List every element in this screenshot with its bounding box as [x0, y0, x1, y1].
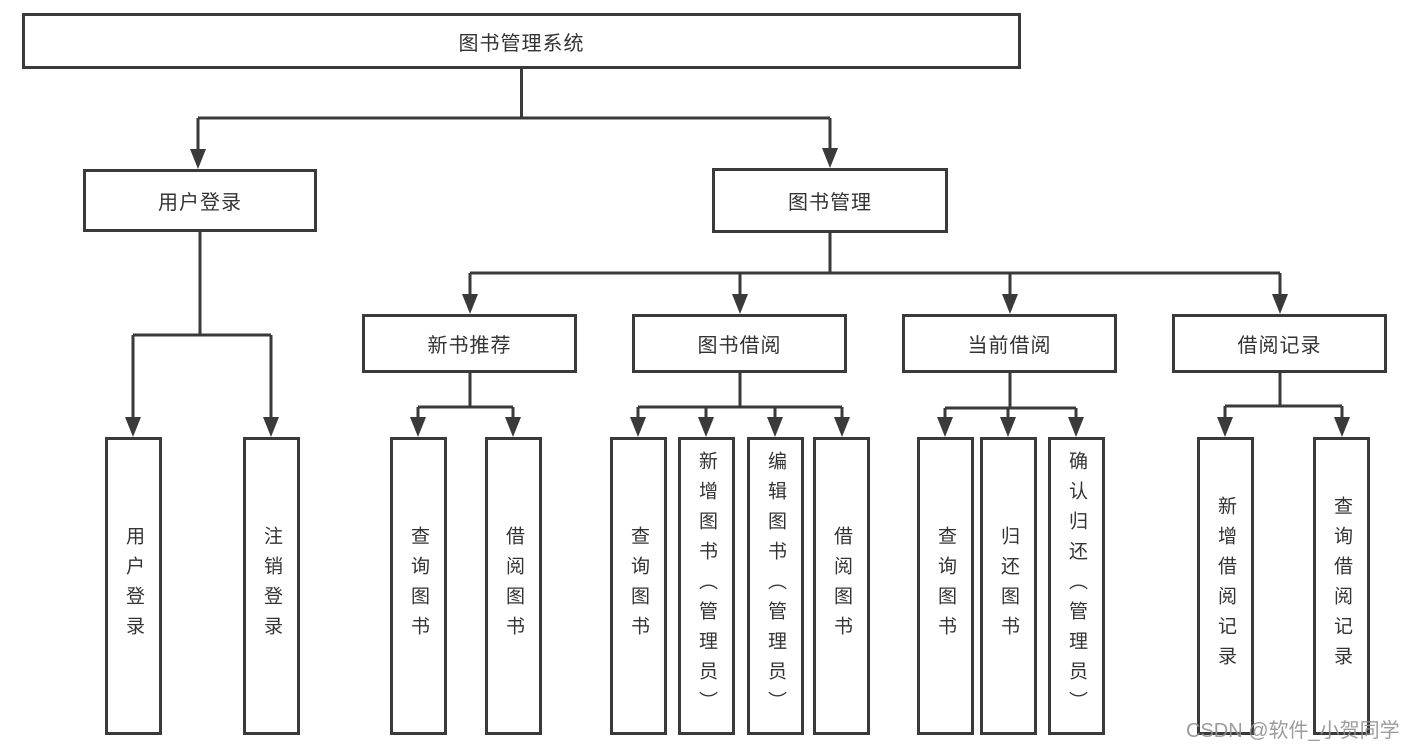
leaf-borrowing-query-books-label: 查询图书	[628, 526, 649, 646]
node-new-book-recommend-label: 新书推荐	[427, 335, 512, 357]
node-user-login: 用户登录	[83, 169, 317, 232]
leaf-borrowing-add-books-admin-label: 新增图书（管理员）	[696, 451, 717, 721]
leaf-borrowing-borrow-books: 借阅图书	[813, 437, 870, 735]
leaf-records-query-record-label: 查询借阅记录	[1331, 496, 1352, 676]
leaf-borrowing-edit-books-admin-label: 编辑图书（管理员）	[765, 451, 786, 721]
leaf-current-query-books-label: 查询图书	[935, 526, 956, 646]
leaf-records-add-record-label: 新增借阅记录	[1215, 496, 1236, 676]
node-current-borrowing-label: 当前借阅	[967, 335, 1052, 357]
node-current-borrowing: 当前借阅	[902, 314, 1117, 373]
leaf-borrowing-edit-books-admin: 编辑图书（管理员）	[747, 437, 804, 735]
leaf-current-query-books: 查询图书	[917, 437, 974, 735]
node-borrow-records: 借阅记录	[1172, 314, 1387, 373]
leaf-user-login: 用户登录	[105, 437, 162, 735]
leaf-logout-label: 注销登录	[261, 526, 282, 646]
leaf-current-confirm-return-admin: 确认归还（管理员）	[1048, 437, 1105, 735]
node-root: 图书管理系统	[22, 13, 1021, 69]
leaf-records-query-record: 查询借阅记录	[1313, 437, 1370, 735]
leaf-current-return-books: 归还图书	[980, 437, 1037, 735]
leaf-borrowing-add-books-admin: 新增图书（管理员）	[678, 437, 735, 735]
leaf-newbook-query-books: 查询图书	[390, 437, 447, 735]
node-book-borrowing-label: 图书借阅	[697, 335, 782, 357]
node-book-borrowing: 图书借阅	[632, 314, 847, 373]
node-borrow-records-label: 借阅记录	[1237, 335, 1322, 357]
leaf-newbook-query-books-label: 查询图书	[408, 526, 429, 646]
node-user-login-label: 用户登录	[158, 192, 242, 214]
node-book-management-label: 图书管理	[788, 192, 872, 214]
node-root-label: 图书管理系统	[458, 32, 585, 55]
leaf-current-confirm-return-admin-label: 确认归还（管理员）	[1066, 451, 1087, 721]
csdn-watermark: CSDN @软件_小贺同学	[1186, 720, 1400, 742]
leaf-logout: 注销登录	[243, 437, 300, 735]
leaf-borrowing-query-books: 查询图书	[610, 437, 667, 735]
node-book-management: 图书管理	[712, 168, 948, 233]
leaf-user-login-label: 用户登录	[123, 526, 144, 646]
leaf-current-return-books-label: 归还图书	[998, 526, 1019, 646]
arrowheads	[125, 148, 1350, 437]
leaf-newbook-borrow-books-label: 借阅图书	[503, 526, 524, 646]
leaf-newbook-borrow-books: 借阅图书	[485, 437, 542, 735]
leaf-records-add-record: 新增借阅记录	[1197, 437, 1254, 735]
node-new-book-recommend: 新书推荐	[362, 314, 577, 373]
leaf-borrowing-borrow-books-label: 借阅图书	[831, 526, 852, 646]
